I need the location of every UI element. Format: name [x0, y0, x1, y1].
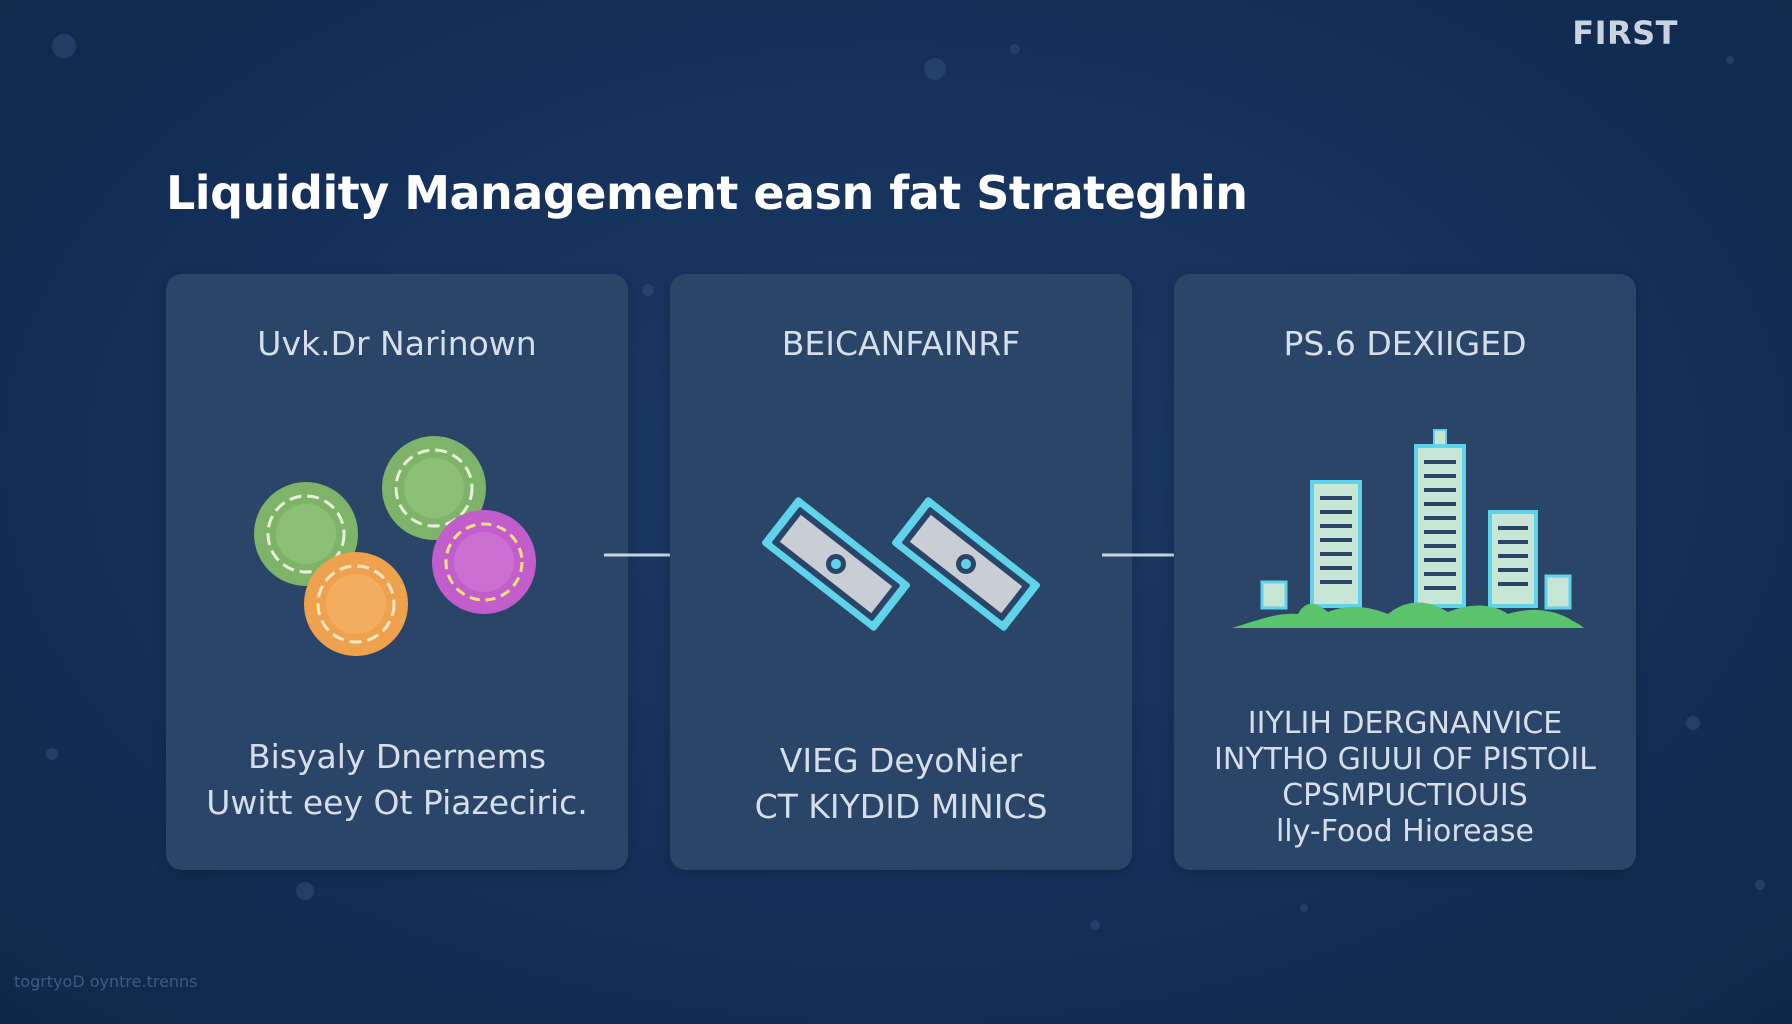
- description-line: IIYLIH DERGNANVICE: [1247, 706, 1563, 741]
- background-star: [1686, 716, 1700, 730]
- coins-icon: [254, 436, 536, 656]
- strategy-card-2: BEICANFAINRF VIEG DeyoNier CT KIYDID MIN…: [670, 274, 1132, 870]
- building-left-icon: [1310, 480, 1362, 608]
- building-right-icon: [1488, 510, 1538, 608]
- brand-logo-text: FIRST: [1572, 14, 1678, 52]
- background-star: [642, 284, 654, 296]
- ground-hills-icon: [1232, 602, 1584, 628]
- card-heading: PS.6 DEXIIGED: [1283, 324, 1527, 363]
- description-line: lly-Food Hiorease: [1275, 814, 1535, 849]
- card-description: IIYLIH DERGNANVICE INYTHO GIUUI OF PISTO…: [1174, 706, 1636, 850]
- coin-orange-icon: [304, 552, 408, 656]
- card-heading: BEICANFAINRF: [781, 324, 1021, 363]
- bond-certificate-left-icon: [762, 497, 910, 631]
- background-star: [1300, 904, 1308, 912]
- background-star: [296, 882, 314, 900]
- description-line: INYTHO GIUUI OF PISTOIL: [1214, 742, 1596, 777]
- background-star: [924, 58, 946, 80]
- description-line: VIEG DeyoNier: [779, 741, 1023, 780]
- strategy-card-3: PS.6 DEXIIGED: [1174, 274, 1636, 870]
- card-heading: Uvk.Dr Narinown: [257, 324, 537, 363]
- card-description: Bisyaly Dnernems Uwitt eey Ot Piazeciric…: [166, 734, 628, 826]
- building-tall-icon: [1414, 444, 1466, 608]
- background-star: [1010, 44, 1020, 54]
- description-line: Uwitt eey Ot Piazeciric.: [206, 783, 588, 822]
- strategy-card-1: Uvk.Dr Narinown Bisyaly Dnernems Uwitt e…: [166, 274, 628, 870]
- description-line: Bisyaly Dnernems: [247, 737, 547, 776]
- coin-green-top-icon: [382, 436, 486, 540]
- city-buildings-icon: [1232, 429, 1584, 628]
- background-star: [52, 34, 76, 58]
- description-line: CT KIYDID MINICS: [754, 787, 1048, 826]
- background-star: [46, 748, 58, 760]
- page-title: Liquidity Management easn fat Strateghin: [166, 166, 1248, 220]
- background-star: [1090, 920, 1100, 930]
- background-star: [1755, 880, 1765, 890]
- card-description: VIEG DeyoNier CT KIYDID MINICS: [670, 738, 1132, 830]
- bond-certificate-right-icon: [892, 497, 1040, 631]
- coin-purple-icon: [432, 510, 536, 614]
- description-line: CPSMPUCTIOUIS: [1282, 778, 1528, 813]
- background-star: [1726, 56, 1734, 64]
- bonds-icon: [762, 497, 1040, 631]
- footer-watermark: togrtyoD oyntre.trenns: [14, 972, 198, 991]
